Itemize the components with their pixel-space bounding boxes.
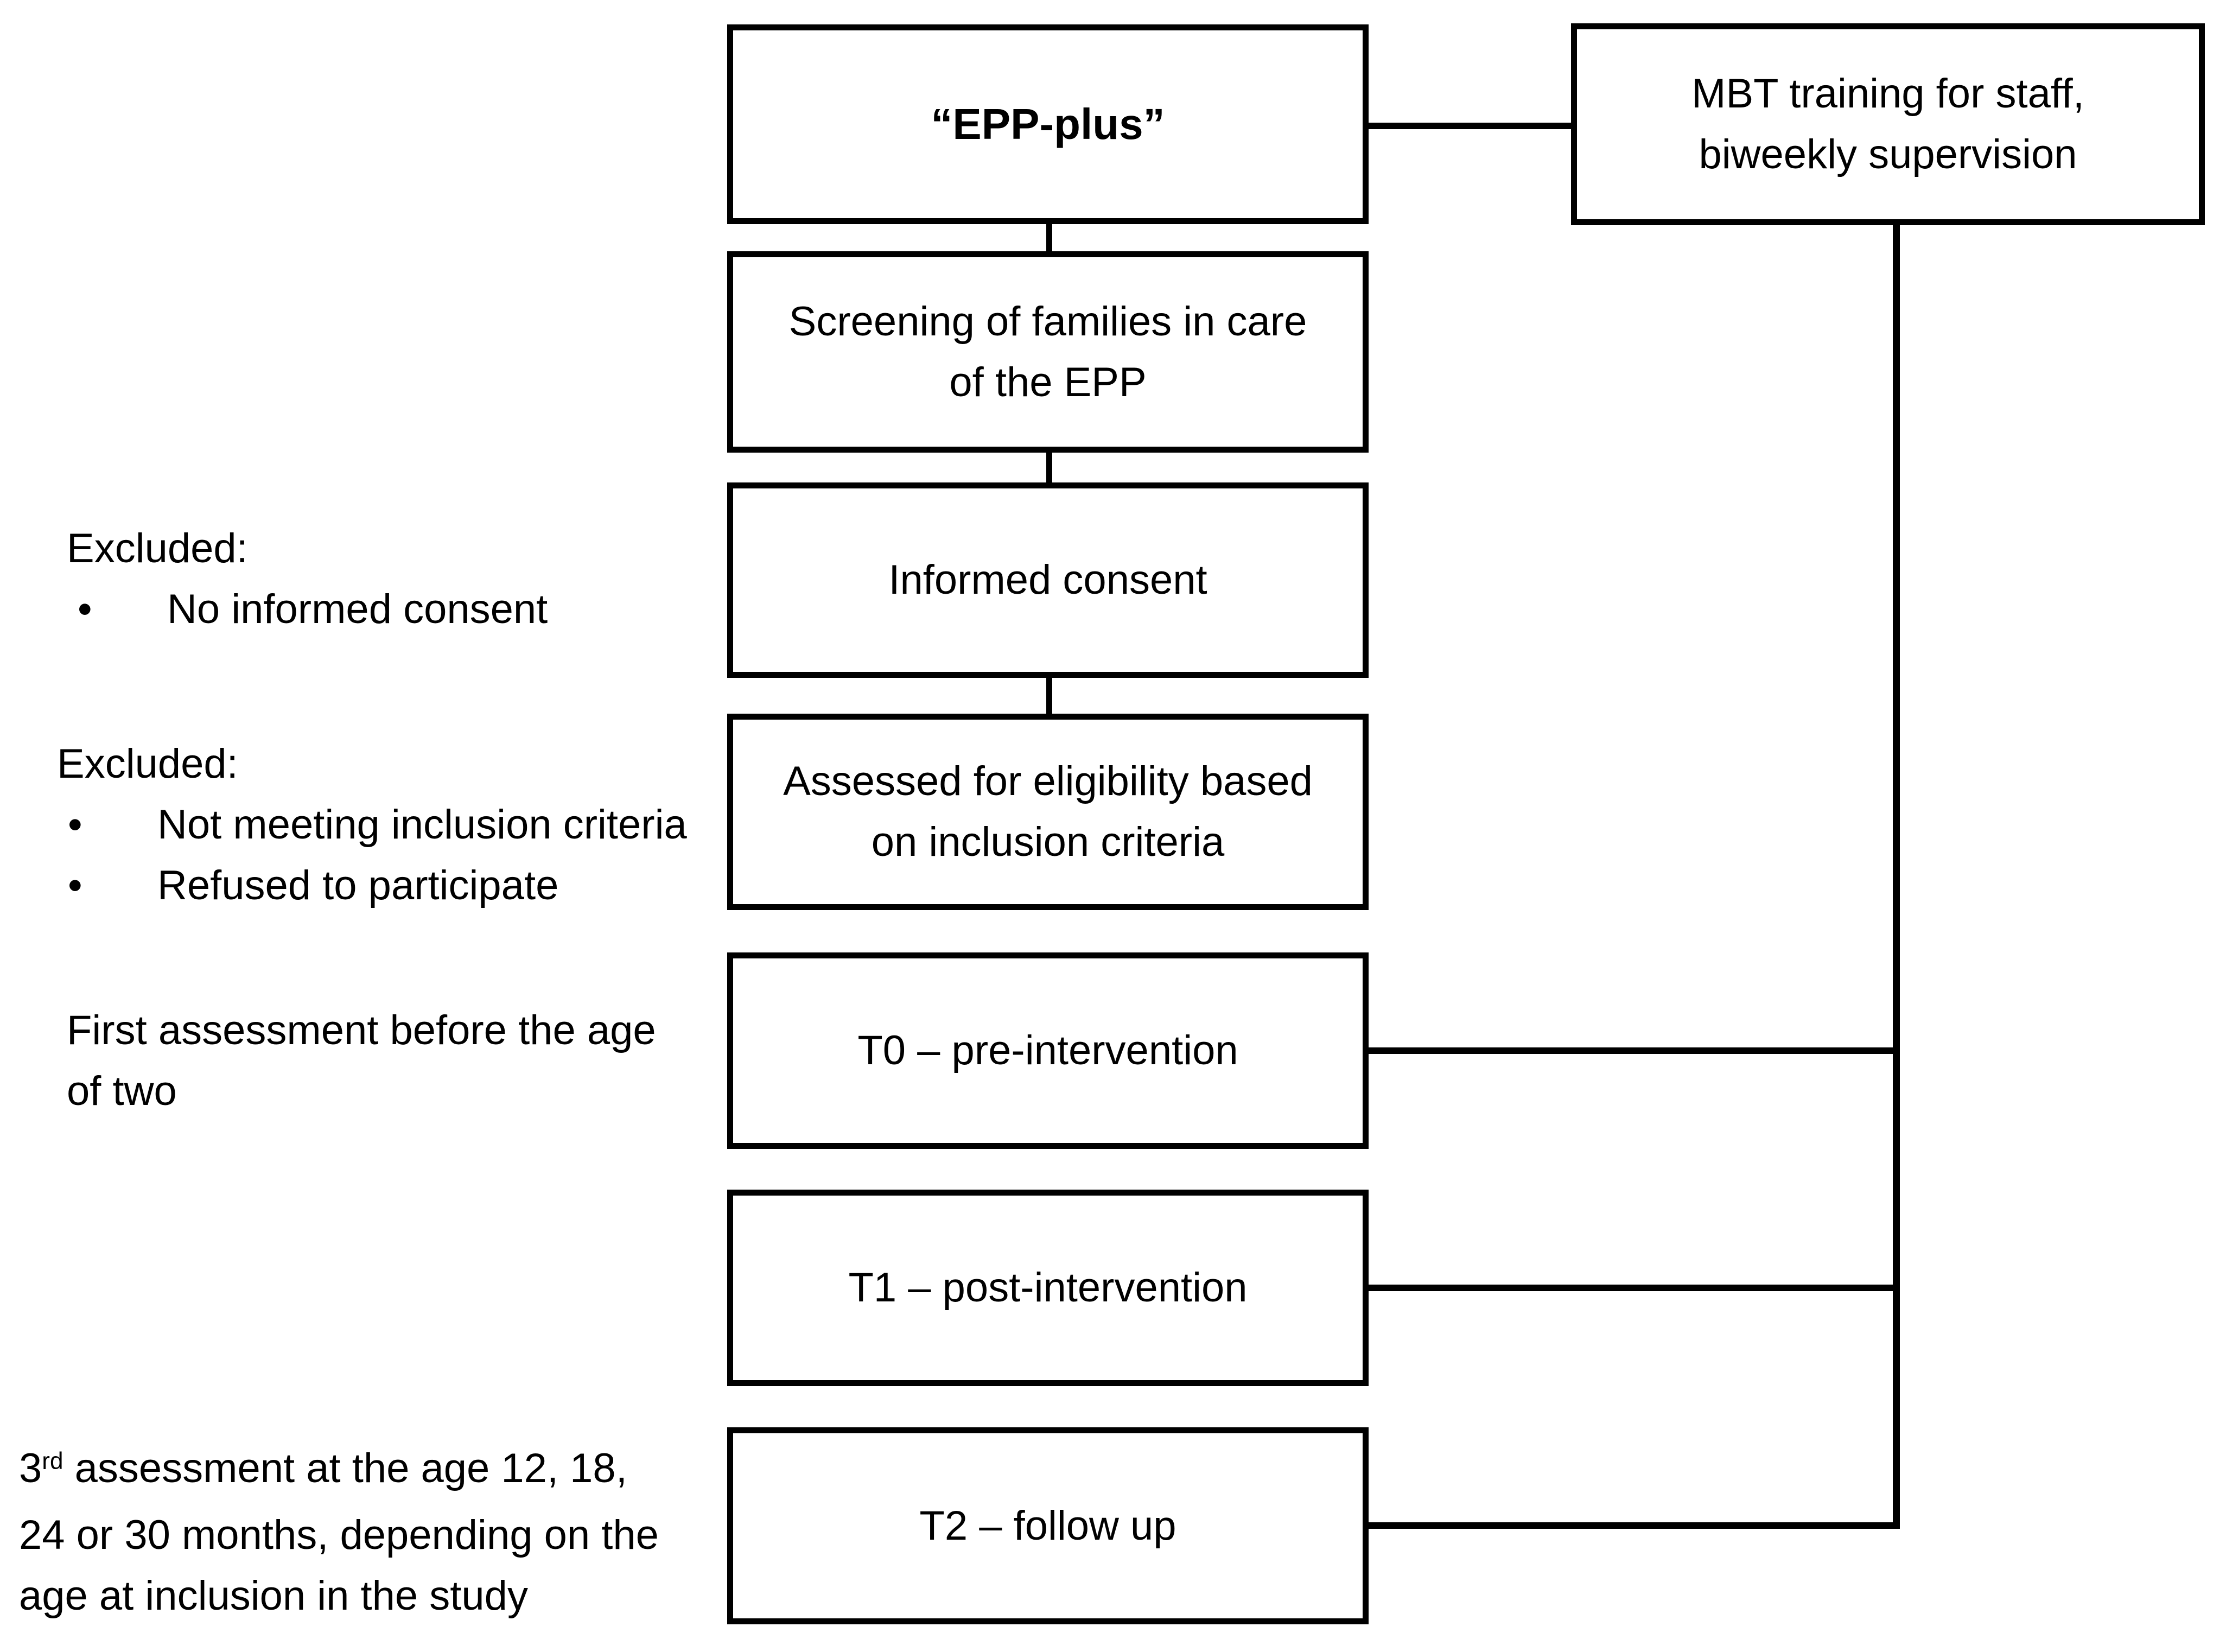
annotation-excluded-no-consent-item-text: No informed consent xyxy=(167,586,548,632)
annotation-first-assessment: First assessment before the age of two xyxy=(67,1000,656,1122)
node-screening-line2: of the EPP xyxy=(949,359,1147,405)
annotation-excluded-no-consent-item: • No informed consent xyxy=(67,579,548,640)
node-mbt-training: MBT training for staff, biweekly supervi… xyxy=(1571,23,2205,225)
annotation-third-assessment-superscript: rd xyxy=(42,1447,63,1475)
annotation-first-assessment-line1: First assessment before the age xyxy=(67,1007,656,1053)
connector-screening-to-informed xyxy=(1046,453,1052,482)
node-epp-plus: “EPP-plus” xyxy=(727,24,1369,224)
node-screening-line1: Screening of families in care xyxy=(788,298,1307,345)
node-screening: Screening of families in care of the EPP xyxy=(727,251,1369,453)
annotation-excluded-criteria-item2-text: Refused to participate xyxy=(157,862,559,908)
connector-informed-to-eligibility xyxy=(1046,678,1052,714)
bullet-icon: • xyxy=(68,802,82,848)
node-informed-consent: Informed consent xyxy=(727,482,1369,678)
annotation-excluded-criteria-title: Excluded: xyxy=(57,741,238,787)
annotation-third-assessment: 3rd assessment at the age 12, 18, 24 or … xyxy=(19,1438,659,1626)
connector-epp-to-mbt xyxy=(1369,123,1571,129)
annotation-excluded-criteria: Excluded: • Not meeting inclusion criter… xyxy=(57,734,687,916)
annotation-third-assessment-line1: 3rd assessment at the age 12, 18, xyxy=(19,1438,659,1505)
annotation-excluded-criteria-item1-text: Not meeting inclusion criteria xyxy=(157,802,687,848)
annotation-third-assessment-prefix: 3 xyxy=(19,1445,42,1491)
node-informed-consent-label: Informed consent xyxy=(888,557,1207,603)
node-epp-plus-label: “EPP-plus” xyxy=(931,100,1165,148)
annotation-excluded-no-consent: Excluded: • No informed consent xyxy=(67,518,548,640)
node-t0-pre-intervention: T0 – pre-intervention xyxy=(727,952,1369,1149)
annotation-third-assessment-line2: 24 or 30 months, depending on the xyxy=(19,1512,659,1558)
node-mbt-line1: MBT training for staff, xyxy=(1691,71,2084,117)
annotation-first-assessment-line2: of two xyxy=(67,1068,177,1114)
node-t0-label: T0 – pre-intervention xyxy=(857,1027,1238,1073)
connector-t0-to-vertical xyxy=(1369,1047,1900,1054)
connector-t1-to-vertical xyxy=(1369,1285,1900,1291)
annotation-excluded-criteria-item2: • Refused to participate xyxy=(57,855,687,916)
annotation-excluded-no-consent-title: Excluded: xyxy=(67,525,248,571)
annotation-excluded-criteria-item1: • Not meeting inclusion criteria xyxy=(57,795,687,855)
bullet-icon: • xyxy=(78,586,92,632)
connector-epp-to-screening xyxy=(1046,224,1052,251)
node-t2-label: T2 – follow up xyxy=(919,1502,1176,1549)
node-t2-follow-up: T2 – follow up xyxy=(727,1427,1369,1624)
node-eligibility-line2: on inclusion criteria xyxy=(871,819,1225,865)
node-mbt-line2: biweekly supervision xyxy=(1699,131,2077,177)
node-t1-post-intervention: T1 – post-intervention xyxy=(727,1190,1369,1386)
annotation-third-assessment-line1-rest: assessment at the age 12, 18, xyxy=(63,1445,627,1491)
annotation-third-assessment-line3: age at inclusion in the study xyxy=(19,1573,528,1619)
connector-mbt-vertical-line xyxy=(1893,224,1900,1529)
bullet-icon: • xyxy=(68,862,82,908)
node-eligibility: Assessed for eligibility based on inclus… xyxy=(727,714,1369,910)
connector-t2-to-vertical xyxy=(1369,1522,1900,1529)
node-eligibility-line1: Assessed for eligibility based xyxy=(783,758,1313,804)
node-t1-label: T1 – post-intervention xyxy=(848,1265,1248,1311)
